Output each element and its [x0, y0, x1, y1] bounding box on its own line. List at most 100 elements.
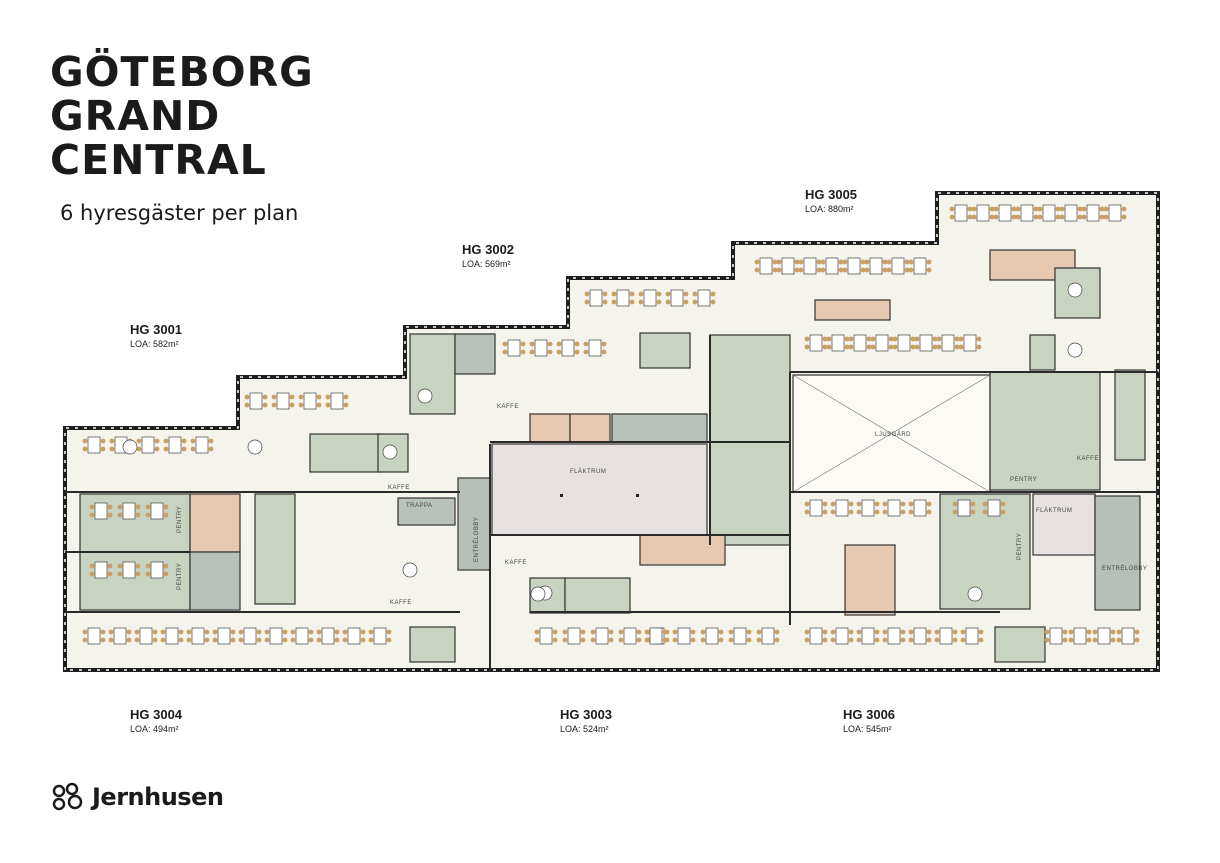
- chair: [746, 629, 752, 635]
- desk: [941, 334, 955, 352]
- desk: [825, 257, 839, 275]
- chair: [971, 206, 977, 212]
- room-label-trappa: TRAPPA: [406, 503, 433, 509]
- chair: [186, 637, 192, 643]
- chair: [882, 501, 888, 507]
- chair: [89, 512, 95, 518]
- chair: [830, 509, 836, 515]
- desk: [1108, 204, 1122, 222]
- chair: [386, 629, 392, 635]
- chair: [290, 637, 296, 643]
- chair: [107, 504, 113, 510]
- chair: [908, 629, 914, 635]
- desk: [165, 627, 179, 645]
- chair: [971, 214, 977, 220]
- chair: [1099, 206, 1105, 212]
- desk: [887, 627, 901, 645]
- chair: [838, 267, 844, 273]
- chair: [848, 344, 854, 350]
- chair: [152, 629, 158, 635]
- chair: [970, 501, 976, 507]
- chair: [163, 563, 169, 569]
- desk: [670, 289, 684, 307]
- tenant-area: LOA: 524m²: [560, 724, 609, 734]
- chair: [1081, 214, 1087, 220]
- chair: [334, 629, 340, 635]
- chair: [342, 629, 348, 635]
- chair: [774, 637, 780, 643]
- desk: [195, 436, 209, 454]
- chair: [602, 299, 608, 305]
- desk: [861, 499, 875, 517]
- chair: [611, 291, 617, 297]
- round-table: [122, 439, 138, 455]
- meeting-room: [564, 577, 631, 614]
- chair: [882, 637, 888, 643]
- chair: [830, 637, 836, 643]
- chair: [848, 336, 854, 342]
- chair: [874, 501, 880, 507]
- chair: [271, 402, 277, 408]
- chair: [134, 629, 140, 635]
- chair: [665, 299, 671, 305]
- entrance-lobby: [457, 477, 491, 571]
- desk: [897, 334, 911, 352]
- fan-room: [491, 443, 708, 536]
- desk: [539, 627, 553, 645]
- chair: [644, 629, 650, 635]
- chair: [982, 509, 988, 515]
- chair: [892, 344, 898, 350]
- desk: [809, 499, 823, 517]
- desk: [276, 392, 290, 410]
- tenant-hg3006: HG 3006 LOA: 545m²: [843, 707, 895, 734]
- chair: [289, 394, 295, 400]
- chair: [100, 637, 106, 643]
- chair: [756, 637, 762, 643]
- desk: [141, 436, 155, 454]
- office-room: [254, 493, 296, 605]
- chair: [914, 336, 920, 342]
- chair: [100, 446, 106, 452]
- chair: [107, 512, 113, 518]
- chair: [826, 344, 832, 350]
- chair: [866, 336, 872, 342]
- room-label-flaktrum-right: FLÄKTRUM: [1036, 507, 1072, 514]
- desk: [1049, 627, 1063, 645]
- chair: [904, 267, 910, 273]
- tenant-area: LOA: 545m²: [843, 724, 892, 734]
- chair: [936, 344, 942, 350]
- chair: [1081, 206, 1087, 212]
- chair: [936, 336, 942, 342]
- chair: [908, 501, 914, 507]
- chair: [960, 629, 966, 635]
- chair: [830, 501, 836, 507]
- room-label-kaffe: KAFFE: [390, 600, 412, 606]
- room-label-flaktrum: FLÄKTRUM: [570, 468, 606, 475]
- chair: [145, 571, 151, 577]
- chair: [108, 629, 114, 635]
- chair: [163, 571, 169, 577]
- chair: [982, 501, 988, 507]
- chair: [1121, 206, 1127, 212]
- chair: [754, 259, 760, 265]
- chair: [163, 446, 169, 452]
- chair: [860, 259, 866, 265]
- chair: [638, 299, 644, 305]
- chair: [978, 637, 984, 643]
- chair: [804, 509, 810, 515]
- chair: [181, 438, 187, 444]
- chair: [135, 512, 141, 518]
- chair: [662, 637, 668, 643]
- room-label-entrelobby-right: ENTRÉLOBBY: [1102, 565, 1147, 572]
- chair: [794, 259, 800, 265]
- window-pattern: [64, 192, 1159, 671]
- chair: [629, 299, 635, 305]
- chair: [342, 637, 348, 643]
- chair: [1037, 206, 1043, 212]
- desk: [1020, 204, 1034, 222]
- light-court-cross: [792, 374, 991, 493]
- chair: [900, 501, 906, 507]
- chair: [958, 336, 964, 342]
- chair: [1086, 637, 1092, 643]
- chair: [926, 501, 932, 507]
